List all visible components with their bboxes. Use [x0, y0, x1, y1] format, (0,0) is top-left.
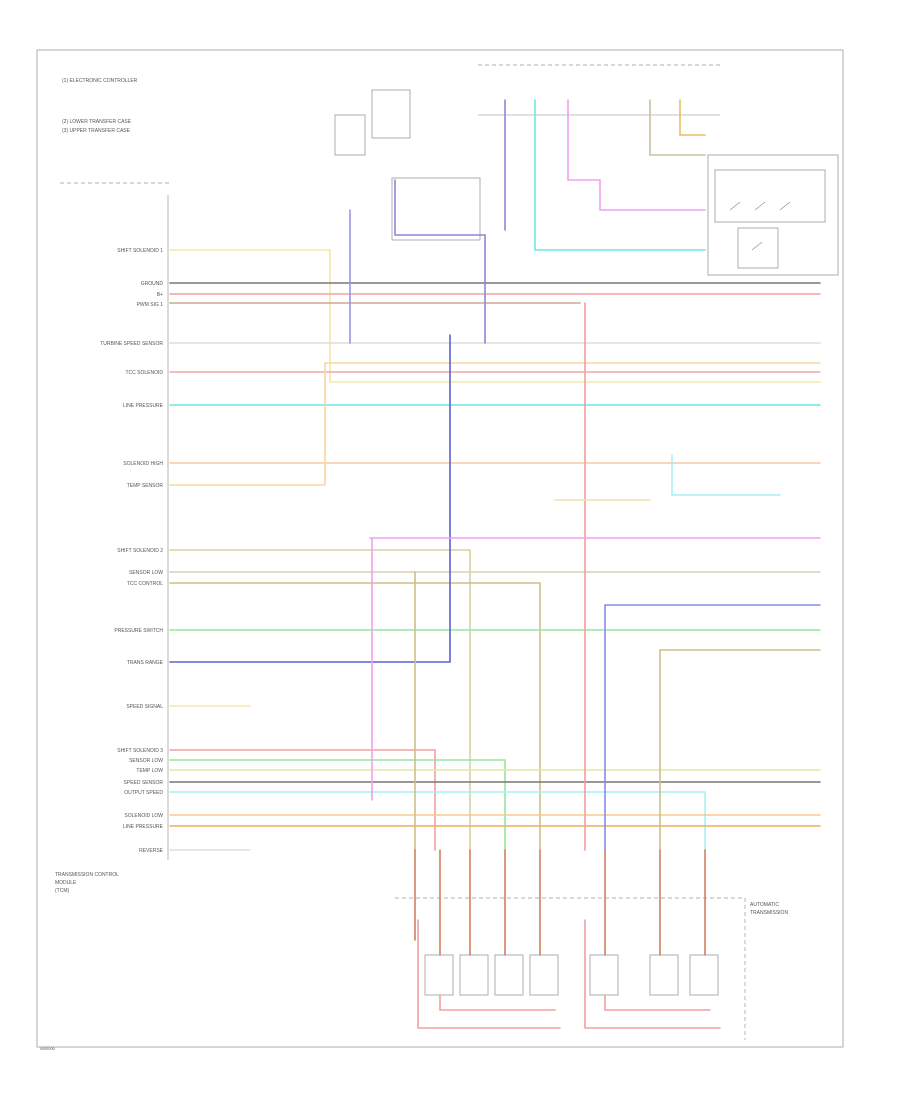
tcm-pin-label: SOLENOID HIGH: [123, 461, 163, 467]
legend-note-3: (3) UPPER TRANSFER CASE: [62, 128, 131, 134]
tcm-title-line-1: TRANSMISSION CONTROL: [55, 872, 119, 878]
tcm-title-line-2: MODULE: [55, 880, 77, 886]
tcm-pin-label: TRANS RANGE: [127, 660, 164, 666]
tcm-pin-label: SPEED SIGNAL: [126, 704, 163, 710]
tcm-pin-label: SPEED SENSOR: [124, 780, 164, 786]
tcm-pin-label: TCC SOLENOID: [125, 370, 163, 376]
tcm-pin-label: SHIFT SOLENOID 1: [117, 248, 163, 254]
tcm-pin-label: PWM SIG 1: [137, 302, 164, 308]
top-components: [334, 64, 839, 276]
tcm-pin-label: SOLENOID LOW: [124, 813, 163, 819]
legend-note-1: (1) ELECTRONIC CONTROLLER: [62, 78, 138, 84]
legend-notes: (1) ELECTRONIC CONTROLLER (2) LOWER TRAN…: [62, 78, 138, 134]
legend-note-2: (2) LOWER TRANSFER CASE: [62, 119, 132, 125]
tcm-pin-label: REVERSE: [139, 848, 164, 854]
tcm-pin-label: SENSOR LOW: [129, 570, 163, 576]
tcm-pin-label: B+: [157, 292, 163, 298]
vertical-wires: [349, 99, 821, 851]
tcm-title-line-3: (TCM): [55, 888, 69, 894]
footer-id: W00000: [40, 1046, 56, 1051]
tcm-connector: [60, 182, 170, 860]
tcm-pin-label: PRESSURE SWITCH: [114, 628, 163, 634]
tcm-pin-label: SHIFT SOLENOID 2: [117, 548, 163, 554]
tcm-pin-label: LINE PRESSURE: [123, 824, 164, 830]
diagram-frame: [36, 49, 844, 1048]
transmission-section: AUTOMATIC TRANSMISSION: [395, 849, 788, 1040]
tcm-pin-label: TCC CONTROL: [127, 581, 163, 587]
harness-wires: [169, 249, 821, 851]
tcm-pin-label: SHIFT SOLENOID 3: [117, 748, 163, 754]
tcm-pin-label: SENSOR LOW: [129, 758, 163, 764]
tcm-pin-label: OUTPUT SPEED: [124, 790, 163, 796]
tcm-pin-label: GROUND: [141, 281, 164, 287]
tcm-pin-label: TURBINE SPEED SENSOR: [100, 341, 163, 347]
transmission-label-line-2: TRANSMISSION: [750, 910, 788, 916]
tcm-pin-labels: SHIFT SOLENOID 1 GROUND B+ PWM SIG 1 TURBINE…: [100, 248, 163, 854]
tcm-pin-label: TEMP SENSOR: [127, 483, 164, 489]
transmission-label-line-1: AUTOMATIC: [750, 902, 779, 908]
tcm-pin-label: LINE PRESSURE: [123, 403, 164, 409]
tcm-pin-label: TEMP LOW: [136, 768, 163, 774]
tcm-title: TRANSMISSION CONTROL MODULE (TCM): [55, 872, 119, 894]
